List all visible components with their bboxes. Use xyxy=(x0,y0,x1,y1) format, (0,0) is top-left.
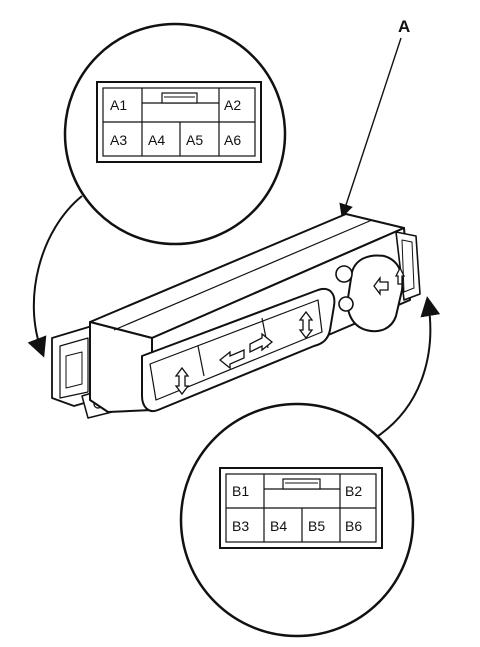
pin-label-a4: A4 xyxy=(148,132,165,148)
connector-b-detail: B1 B2 B3 B4 B5 B6 xyxy=(179,402,415,638)
pin-label-b2: B2 xyxy=(345,483,362,499)
pin-label-b4: B4 xyxy=(270,518,287,534)
pin-label-a2: A2 xyxy=(224,97,241,113)
pin-label-b3: B3 xyxy=(232,518,249,534)
pin-label-b5: B5 xyxy=(308,518,325,534)
main-rocker-switch xyxy=(141,288,336,412)
right-knob-pivot-lower xyxy=(338,296,354,312)
pin-label-b6: B6 xyxy=(345,518,362,534)
connector-a-detail: A1 A2 A3 A4 A5 A6 xyxy=(63,22,287,246)
pin-label-a6: A6 xyxy=(224,132,241,148)
connector-b-pointer-arrow xyxy=(377,296,441,437)
pin-label-a3: A3 xyxy=(110,132,127,148)
callout-label: A xyxy=(398,17,410,36)
right-switch-knob xyxy=(346,254,404,333)
knob-up-arrow-icon xyxy=(394,266,406,285)
pin-label-a5: A5 xyxy=(186,132,203,148)
right-arrow-icon xyxy=(249,332,274,354)
right-knob-pivot-upper xyxy=(335,265,353,283)
connector-a-lock-tab xyxy=(161,92,198,104)
pin-label-a1: A1 xyxy=(110,97,127,113)
up-down-arrow-left xyxy=(174,366,190,396)
pin-label-b1: B1 xyxy=(232,483,249,499)
callout-leader-line xyxy=(339,37,402,218)
connector-b-lock-tab xyxy=(282,478,321,490)
up-down-arrow-right xyxy=(298,310,314,340)
switch-assembly xyxy=(51,213,421,419)
knob-left-arrow-icon xyxy=(373,276,389,296)
left-arrow-icon xyxy=(218,349,245,370)
housing-left-face xyxy=(89,321,153,413)
switch-direction-arrows xyxy=(174,266,406,396)
connector-a-pointer-arrow xyxy=(27,195,83,358)
